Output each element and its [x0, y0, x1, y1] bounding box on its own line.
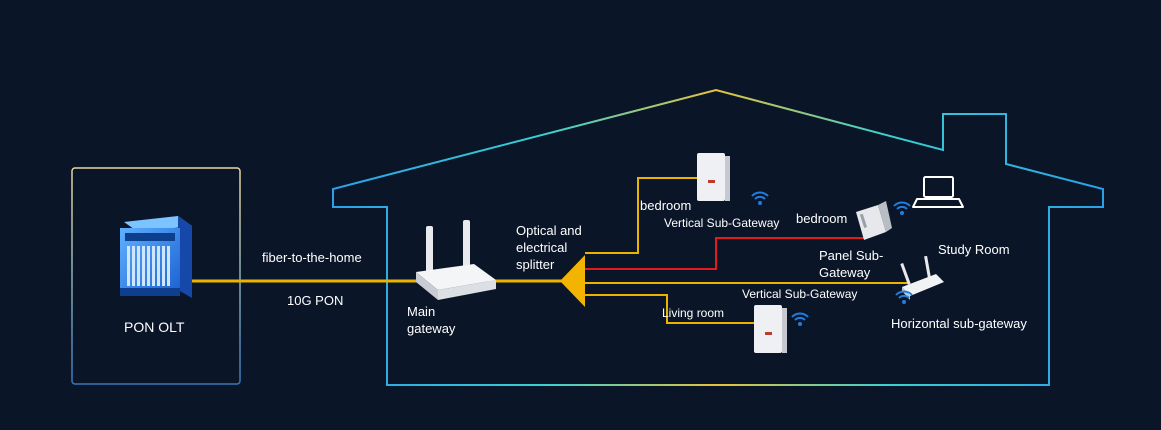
- vertical-gateway-icon: [697, 153, 730, 201]
- router-icon: [416, 220, 496, 300]
- electrical-line-panel: [585, 237, 864, 270]
- panel-gateway-icon: [856, 201, 892, 240]
- bedroom-label-1: bedroom: [640, 198, 692, 213]
- fiber-label: fiber-to-the-home: [262, 250, 362, 265]
- wifi-icon: [893, 201, 911, 215]
- olt-label: PON OLT: [124, 319, 185, 335]
- olt-chassis-icon: [120, 216, 192, 298]
- horizontal-gateway-icon: [900, 255, 944, 300]
- splitter-icon: [560, 255, 585, 307]
- fiber-line-bedroom: [585, 177, 700, 254]
- main-gateway-label: Main gateway: [407, 304, 456, 336]
- olt-panel: [71, 167, 241, 385]
- fiber-line-living-room: [585, 294, 755, 324]
- pon-label: 10G PON: [287, 293, 344, 308]
- vertical-gateway-icon: [754, 305, 787, 353]
- vertical-subgateway-label-2: Vertical Sub-Gateway: [742, 287, 858, 301]
- study-room-label: Study Room: [938, 242, 1010, 257]
- wifi-icon: [895, 290, 913, 304]
- bedroom-label-2: bedroom: [796, 211, 848, 226]
- horizontal-subgateway-label: Horizontal sub-gateway: [891, 316, 1027, 331]
- wifi-icon: [751, 191, 769, 205]
- house-outline: [332, 88, 1104, 386]
- wifi-icon: [791, 312, 809, 326]
- splitter-label: Optical and electrical splitter: [516, 223, 582, 272]
- vertical-subgateway-label-1: Vertical Sub-Gateway: [664, 216, 780, 230]
- living-room-label: Living room: [662, 306, 725, 320]
- panel-subgateway-label: Panel Sub-Gateway: [819, 248, 884, 280]
- laptop-icon: [912, 176, 964, 208]
